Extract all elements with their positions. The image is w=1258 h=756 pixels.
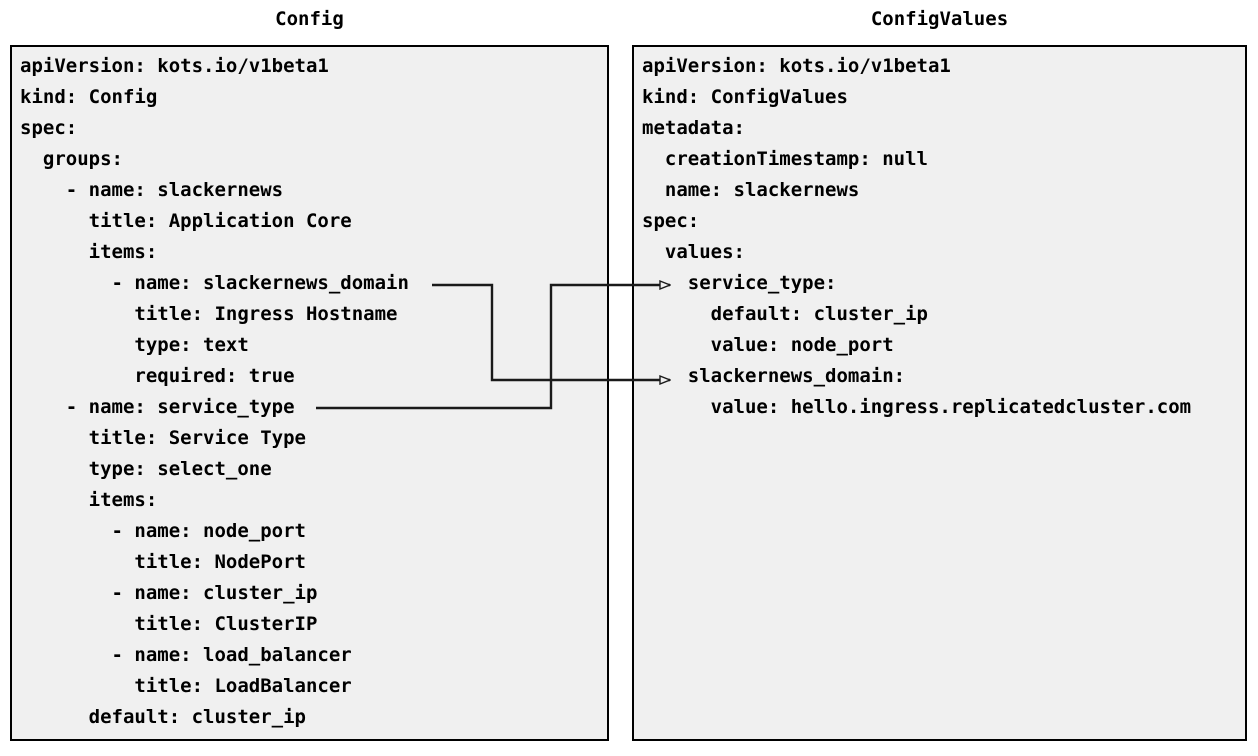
yaml-line: required: true	[20, 365, 295, 387]
yaml-line: kind: Config	[20, 86, 158, 108]
yaml-line: groups:	[20, 148, 123, 170]
yaml-line: items:	[20, 489, 158, 511]
yaml-line: value: node_port	[642, 334, 894, 356]
yaml-line: - name: slackernews_domain	[20, 272, 409, 294]
yaml-line: spec:	[20, 117, 78, 139]
config-panel-title: Config	[275, 8, 344, 30]
configvalues-panel-title: ConfigValues	[870, 8, 1009, 30]
yaml-line: spec:	[642, 210, 700, 232]
yaml-line: value: hello.ingress.replicatedcluster.c…	[642, 396, 1192, 418]
yaml-line: apiVersion: kots.io/v1beta1	[642, 55, 951, 77]
yaml-line: - name: cluster_ip	[20, 582, 318, 604]
yaml-line: kind: ConfigValues	[642, 86, 848, 108]
yaml-line: title: ClusterIP	[20, 613, 318, 635]
yaml-line: type: text	[20, 334, 249, 356]
yaml-line: apiVersion: kots.io/v1beta1	[20, 55, 329, 77]
yaml-line: - name: load_balancer	[20, 644, 352, 666]
yaml-line: - name: slackernews	[20, 179, 284, 201]
yaml-line: - name: service_type	[20, 396, 295, 418]
yaml-line: service_type:	[642, 272, 837, 294]
yaml-line: type: select_one	[20, 458, 272, 480]
yaml-line: default: cluster_ip	[20, 706, 306, 728]
yaml-line: title: Service Type	[20, 427, 306, 449]
configvalues-yaml-text: apiVersion: kots.io/v1beta1 kind: ConfigV…	[642, 51, 1191, 423]
yaml-line: title: Application Core	[20, 210, 352, 232]
yaml-line: slackernews_domain:	[642, 365, 906, 387]
yaml-line: title: LoadBalancer	[20, 675, 352, 697]
yaml-line: title: Ingress Hostname	[20, 303, 398, 325]
yaml-line: creationTimestamp: null	[642, 148, 928, 170]
yaml-line: metadata:	[642, 117, 745, 139]
yaml-line: title: NodePort	[20, 551, 306, 573]
configvalues-panel	[632, 45, 1247, 741]
yaml-line: values:	[642, 241, 745, 263]
config-yaml-text: apiVersion: kots.io/v1beta1 kind: Config s…	[20, 51, 409, 733]
yaml-line: name: slackernews	[642, 179, 860, 201]
yaml-line: - name: node_port	[20, 520, 306, 542]
yaml-line: default: cluster_ip	[642, 303, 928, 325]
yaml-line: items:	[20, 241, 158, 263]
